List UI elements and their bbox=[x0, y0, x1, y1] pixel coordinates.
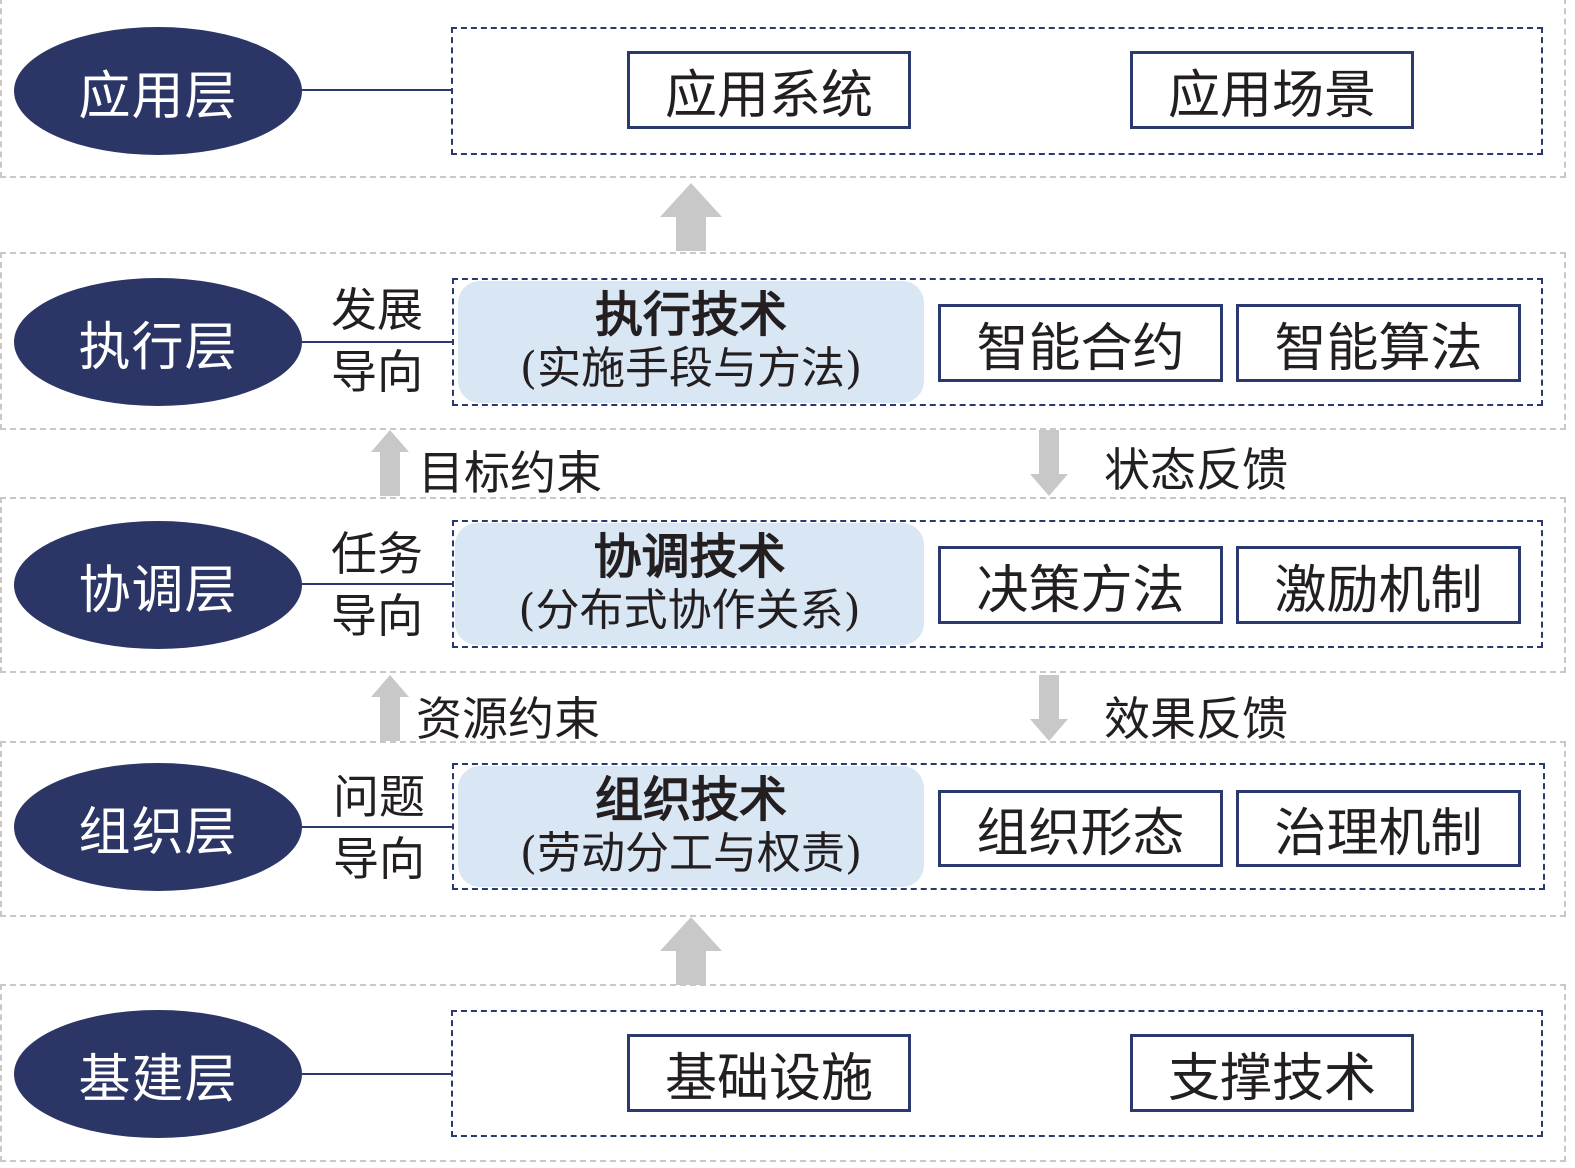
connector-execution bbox=[300, 341, 452, 343]
tech-title-organization: 组织技术 bbox=[594, 771, 787, 828]
arrow-up-infrastructure-to-organization bbox=[660, 917, 722, 985]
box-governance-mechanism: 治理机制 bbox=[1236, 790, 1521, 867]
container-organization bbox=[452, 763, 1545, 890]
box-organization-form: 组织形态 bbox=[938, 790, 1223, 867]
connector-coordination bbox=[300, 583, 452, 585]
layer-label-application: 应用层 bbox=[78, 66, 238, 127]
tech-subtitle-execution: (实施手段与方法) bbox=[519, 343, 863, 395]
arrow-up-execution-to-application bbox=[660, 183, 722, 251]
label-resource-constraint: 资源约束 bbox=[416, 692, 600, 746]
arrow-down-effect-feedback bbox=[1030, 675, 1068, 741]
layer-label-organization: 组织层 bbox=[78, 802, 238, 863]
box-decision-method: 决策方法 bbox=[938, 546, 1223, 624]
box-infrastructure-facilities: 基础设施 bbox=[627, 1034, 911, 1112]
arrow-down-state-feedback bbox=[1030, 430, 1068, 496]
box-smart-algorithm: 智能算法 bbox=[1236, 304, 1521, 382]
label-effect-feedback: 效果反馈 bbox=[1104, 692, 1288, 746]
label-goal-constraint: 目标约束 bbox=[418, 446, 602, 500]
orientation-organization: 问题 导向 bbox=[333, 770, 425, 886]
tech-box-organization: 组织技术 (劳动分工与权责) bbox=[458, 766, 924, 887]
orientation-coordination: 任务 导向 bbox=[331, 527, 423, 643]
layer-ellipse-organization: 组织层 bbox=[14, 763, 302, 891]
layer-label-execution: 执行层 bbox=[78, 317, 238, 378]
box-incentive-mechanism: 激励机制 bbox=[1236, 546, 1521, 624]
connector-organization bbox=[300, 826, 452, 828]
box-application-system: 应用系统 bbox=[627, 51, 911, 129]
layer-label-coordination: 协调层 bbox=[78, 560, 238, 621]
band-coordination bbox=[0, 497, 1566, 673]
layer-ellipse-execution: 执行层 bbox=[14, 278, 302, 406]
band-execution bbox=[0, 252, 1566, 430]
container-infrastructure bbox=[451, 1010, 1543, 1137]
orientation-execution: 发展 导向 bbox=[331, 283, 423, 399]
container-application bbox=[451, 27, 1543, 155]
tech-subtitle-coordination: (分布式协作关系) bbox=[518, 585, 861, 637]
box-application-scenario: 应用场景 bbox=[1130, 51, 1414, 129]
box-smart-contract: 智能合约 bbox=[938, 304, 1223, 382]
band-application bbox=[0, 0, 1566, 178]
layer-ellipse-infrastructure: 基建层 bbox=[14, 1010, 302, 1138]
connector-infrastructure bbox=[300, 1073, 452, 1075]
tech-subtitle-organization: (劳动分工与权责) bbox=[519, 827, 863, 879]
tech-box-coordination: 协调技术 (分布式协作关系) bbox=[455, 523, 924, 645]
layer-label-infrastructure: 基建层 bbox=[78, 1049, 238, 1110]
container-coordination bbox=[452, 520, 1543, 648]
band-infrastructure bbox=[0, 984, 1566, 1162]
arrow-up-resource-constraint bbox=[371, 675, 409, 741]
container-execution bbox=[452, 278, 1543, 406]
label-state-feedback: 状态反馈 bbox=[1104, 443, 1288, 497]
connector-application bbox=[300, 89, 452, 91]
band-organization bbox=[0, 741, 1566, 917]
arrow-up-goal-constraint bbox=[371, 430, 409, 496]
tech-title-execution: 执行技术 bbox=[594, 287, 787, 343]
layer-ellipse-application: 应用层 bbox=[14, 27, 302, 155]
layer-ellipse-coordination: 协调层 bbox=[14, 521, 302, 649]
box-supporting-technology: 支撑技术 bbox=[1130, 1034, 1414, 1112]
tech-box-execution: 执行技术 (实施手段与方法) bbox=[458, 281, 924, 403]
tech-title-coordination: 协调技术 bbox=[593, 529, 786, 585]
